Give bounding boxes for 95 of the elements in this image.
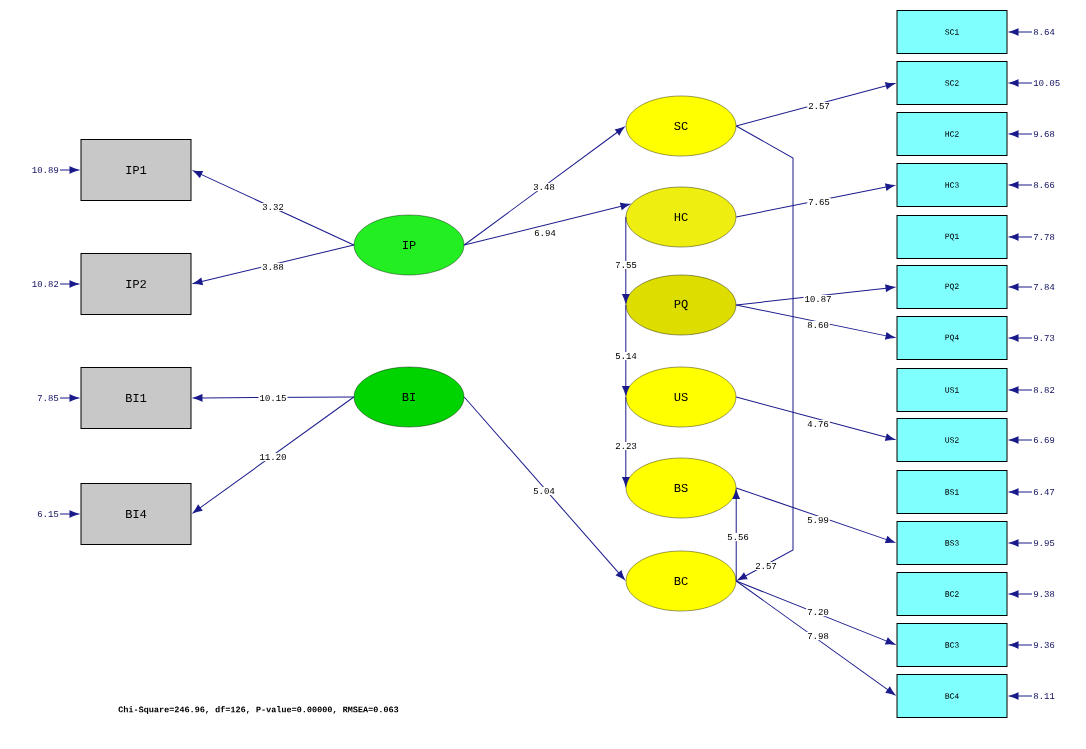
arrow: [622, 396, 630, 487]
error-value: 8.11: [1033, 692, 1055, 700]
indicator-box: BC3: [896, 623, 1008, 667]
edge-label: 11.20: [258, 452, 288, 462]
edge-label: 10.87: [803, 294, 833, 304]
arrow: [1009, 130, 1033, 138]
edge-label: 5.56: [726, 532, 750, 542]
arrow: [463, 202, 630, 246]
arrow: [622, 216, 630, 304]
arrow: [1009, 233, 1033, 241]
error-value: 10.82: [32, 280, 59, 288]
edge-label: 4.76: [806, 419, 830, 429]
edge-label: 2.23: [614, 441, 638, 451]
edge-label: 7.55: [614, 261, 638, 269]
arrow: [735, 284, 895, 306]
arrow: [735, 580, 896, 645]
arrow: [1009, 590, 1033, 598]
arrow: [1009, 692, 1033, 700]
error-value: 8.66: [1033, 181, 1055, 189]
error-value: 9.73: [1033, 334, 1055, 342]
edge-label: 7.65: [807, 197, 831, 207]
fit-statistics: Chi-Square=246.96, df=126, P-value=0.00000, RMSEA=0.063: [118, 706, 399, 715]
edge-label: 6.94: [533, 228, 557, 238]
arrow: [622, 304, 630, 396]
indicator-box: HC3: [896, 163, 1008, 207]
arrow: [463, 126, 625, 246]
error-value: 9.38: [1033, 590, 1055, 598]
error-value: 7.78: [1033, 233, 1055, 241]
arrow: [735, 82, 895, 127]
error-value: 6.69: [1033, 436, 1055, 444]
indicator-box: SC1: [896, 10, 1008, 54]
error-value: 8.64: [1033, 28, 1055, 36]
error-value: 9.95: [1033, 539, 1055, 547]
edge-label: 7.20: [806, 607, 830, 617]
arrow: [735, 304, 895, 340]
arrow: [735, 125, 794, 581]
arrow: [735, 487, 895, 544]
indicator-box: HC2: [896, 112, 1008, 156]
arrow: [1009, 334, 1033, 342]
error-value: 7.84: [1033, 283, 1055, 291]
edge-label: 5.04: [532, 486, 556, 496]
arrow: [193, 244, 355, 286]
error-value: 6.15: [37, 510, 59, 518]
arrow: [59, 280, 79, 288]
error-value: 7.85: [37, 394, 59, 402]
arrow: [193, 394, 355, 402]
arrow: [1009, 28, 1033, 36]
edge-label: 3.48: [532, 182, 556, 192]
error-value: 6.47: [1033, 488, 1055, 496]
arrow: [59, 394, 79, 402]
arrow: [59, 166, 79, 174]
indicator-box: IP2: [80, 253, 192, 315]
edge-label: 10.15: [258, 393, 288, 403]
indicator-box: PQ1: [896, 215, 1008, 259]
arrow: [735, 396, 895, 441]
indicator-box: BS1: [896, 470, 1008, 514]
edge-label: 5.99: [806, 515, 830, 525]
error-value: 8.82: [1033, 386, 1055, 394]
arrow: [59, 510, 79, 518]
arrow: [463, 396, 625, 580]
arrow: [1009, 181, 1033, 189]
arrow: [1009, 283, 1033, 291]
indicator-box: IP1: [80, 139, 192, 201]
arrow: [1009, 436, 1033, 444]
error-value: 9.68: [1033, 130, 1055, 138]
arrow: [192, 396, 355, 514]
edge-label: 3.32: [261, 202, 285, 212]
edge-label: 2.57: [754, 561, 778, 571]
arrow: [735, 580, 896, 696]
arrow: [1009, 386, 1033, 394]
error-value: 10.89: [32, 166, 59, 174]
edge-label: 5.14: [614, 352, 638, 360]
indicator-box: BC2: [896, 572, 1008, 616]
edge-label: 2.57: [807, 101, 831, 111]
arrow: [735, 183, 895, 218]
indicator-box: PQ2: [896, 265, 1008, 309]
arrow: [1009, 539, 1033, 547]
indicator-box: US2: [896, 418, 1008, 462]
indicator-box: SC2: [896, 61, 1008, 105]
arrow: [1009, 488, 1033, 496]
arrow: [1009, 79, 1033, 87]
edge-label: 7.98: [806, 631, 830, 641]
indicator-box: BC4: [896, 674, 1008, 718]
arrow: [192, 170, 355, 246]
arrow: [1009, 641, 1033, 649]
indicator-box: PQ4: [896, 316, 1008, 360]
error-value: 10.05: [1033, 79, 1060, 87]
arrow: [732, 489, 740, 582]
indicator-box: US1: [896, 368, 1008, 412]
edge-label: 3.88: [261, 262, 285, 272]
indicator-box: BI1: [80, 367, 192, 429]
indicator-box: BS3: [896, 521, 1008, 565]
error-value: 9.36: [1033, 641, 1055, 649]
indicator-box: BI4: [80, 483, 192, 545]
edge-label: 8.60: [806, 320, 830, 330]
